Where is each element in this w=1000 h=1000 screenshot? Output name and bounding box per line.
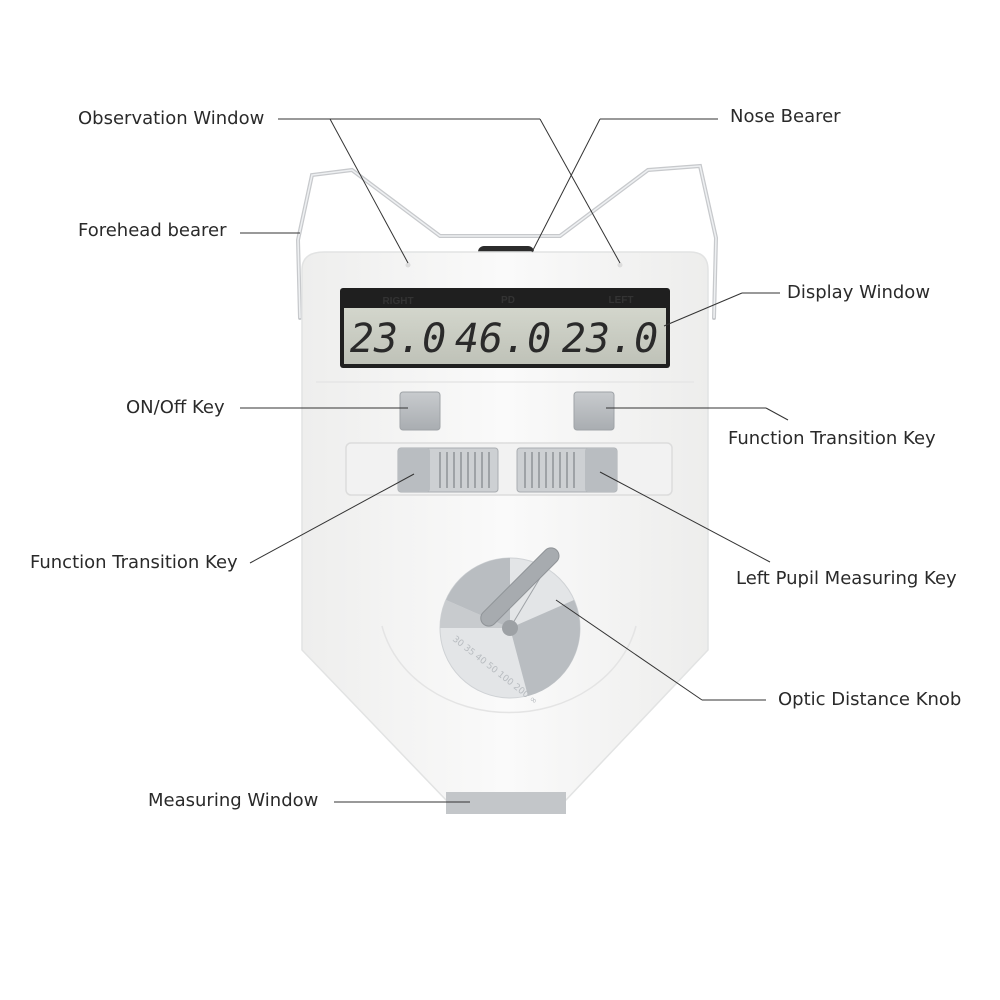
callout-line-nose-bearer-leg xyxy=(531,118,601,253)
display-header-right: RIGHT xyxy=(382,296,413,307)
callout-line-observation-left-leg xyxy=(329,118,409,264)
label-measuring-window: Measuring Window xyxy=(148,790,319,811)
callout-line-observation-right-leg xyxy=(539,118,621,264)
callout-lines xyxy=(240,118,789,803)
display-header-pd: PD xyxy=(501,295,515,306)
display-header-left: LEFT xyxy=(609,295,634,306)
display-window xyxy=(344,308,666,364)
callout-line-display-window-leg xyxy=(663,292,743,327)
measuring-window xyxy=(446,792,566,814)
callout-line-optic-knob xyxy=(555,599,703,701)
left-pupil-measuring-key[interactable] xyxy=(516,447,618,493)
display-value-pd: 46.0 xyxy=(455,316,551,362)
optic-distance-knob[interactable]: 30 35 40 50 100 200 ∞ xyxy=(439,545,581,707)
label-function-transition-key-left: Function Transition Key xyxy=(30,552,238,573)
callout-line-function-key-left xyxy=(249,473,415,564)
label-forehead-bearer: Forehead bearer xyxy=(78,220,227,241)
label-on-off-key: ON/Off Key xyxy=(126,397,225,418)
label-function-transition-key-right: Function Transition Key xyxy=(728,428,936,449)
callout-line-function-key-right-leg xyxy=(765,407,789,421)
body-contour-arc xyxy=(381,625,637,714)
display-value-right: 23.0 xyxy=(350,316,446,362)
label-observation-window: Observation Window xyxy=(78,108,265,129)
callout-line-left-pupil-key xyxy=(599,471,771,563)
label-nose-bearer: Nose Bearer xyxy=(730,106,841,127)
observation-window-left xyxy=(405,262,411,268)
label-optic-distance-knob: Optic Distance Knob xyxy=(778,689,962,710)
display-value-left: 23.0 xyxy=(562,316,658,362)
right-pupil-measuring-key[interactable] xyxy=(397,447,499,493)
label-left-pupil-measuring-key: Left Pupil Measuring Key xyxy=(736,568,957,589)
on-off-key[interactable] xyxy=(399,391,441,431)
observation-window-right xyxy=(617,262,623,268)
function-transition-key[interactable] xyxy=(573,391,615,431)
measuring-slot xyxy=(345,442,673,496)
forehead-bearer-wire-highlight xyxy=(297,165,717,319)
label-display-window: Display Window xyxy=(787,282,931,303)
